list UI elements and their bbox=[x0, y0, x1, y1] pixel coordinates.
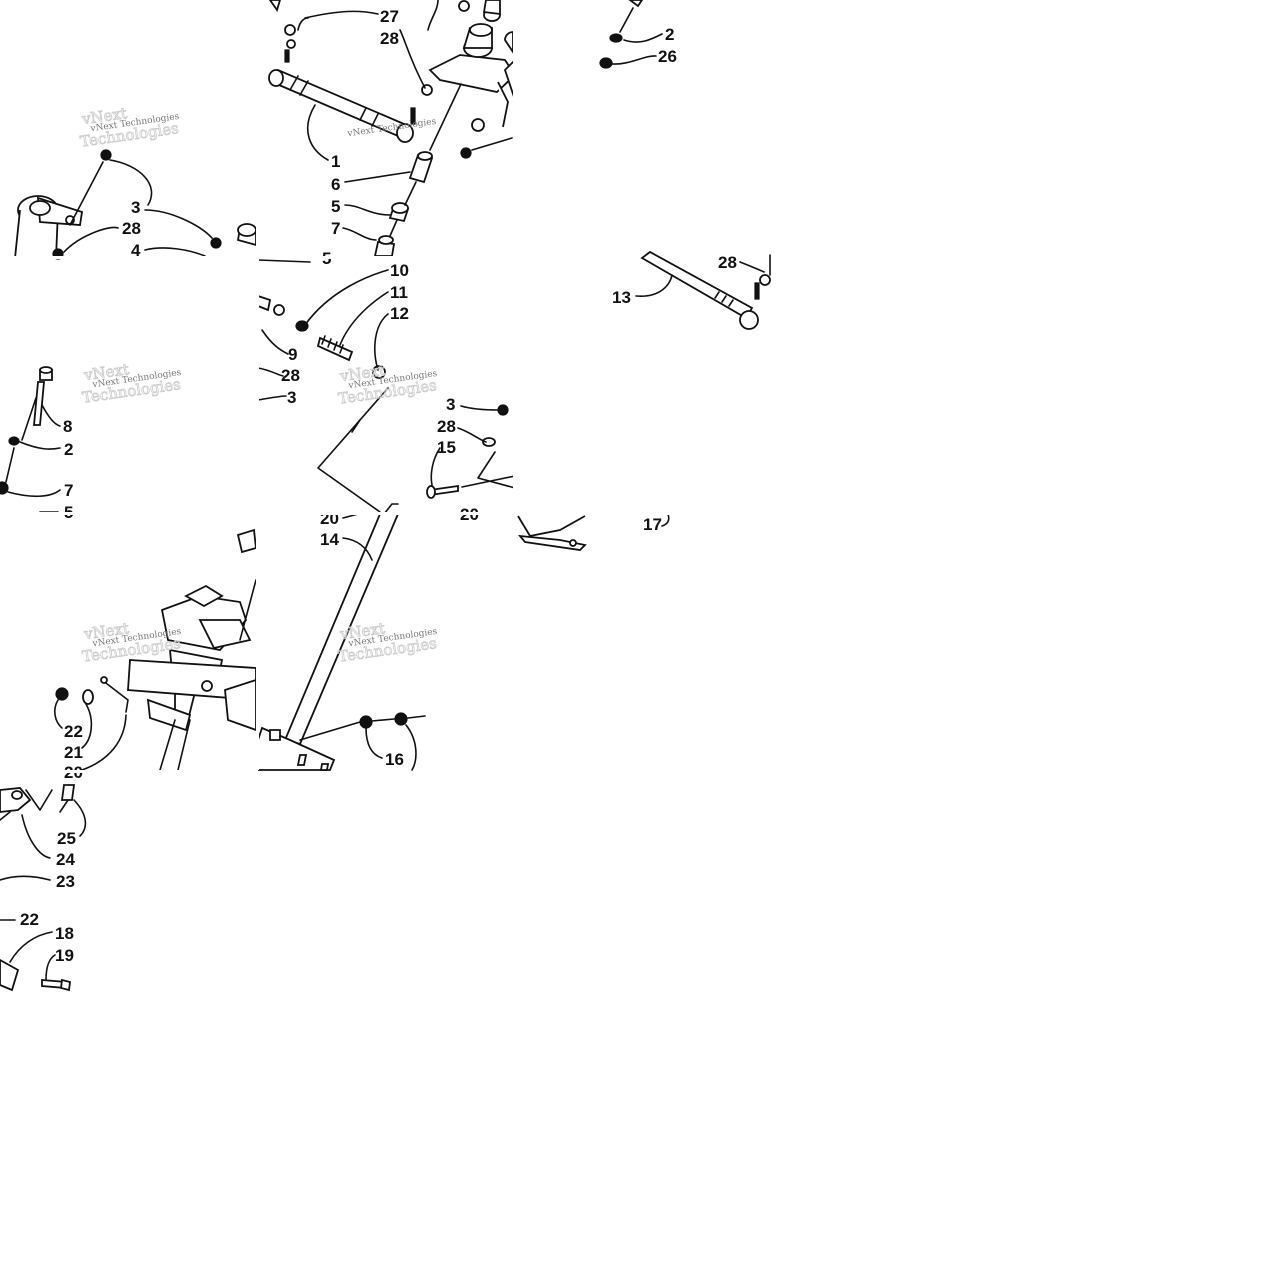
tile-gaps bbox=[0, 0, 771, 773]
label-25: 25 bbox=[57, 829, 76, 848]
label-26: 26 bbox=[658, 47, 677, 66]
part-labels: 27 28 2 26 1 6 5 7 3 28 4 5 10 11 12 9 2… bbox=[20, 7, 737, 965]
steering-post-bushings bbox=[373, 83, 462, 257]
label-23: 23 bbox=[56, 872, 75, 891]
label-9: 9 bbox=[288, 345, 297, 364]
label-16: 16 bbox=[385, 750, 404, 769]
label-22: 22 bbox=[20, 910, 39, 929]
label-18: 18 bbox=[55, 924, 74, 943]
label-17: 17 bbox=[643, 515, 662, 534]
label-28: 28 bbox=[281, 366, 300, 385]
label-27: 27 bbox=[380, 7, 399, 26]
watermark-5: vNext vNext Technologies Technologies bbox=[81, 619, 183, 666]
label-5: 5 bbox=[331, 197, 340, 216]
label-20: 20 bbox=[320, 509, 339, 528]
label-6: 6 bbox=[331, 175, 340, 194]
watermark-1: vNext vNext Technologies Technologies bbox=[79, 104, 181, 151]
tie-rod-assembly bbox=[268, 24, 416, 143]
label-19: 19 bbox=[55, 946, 74, 965]
label-24: 24 bbox=[56, 850, 75, 869]
steering-column bbox=[257, 503, 400, 771]
label-7: 7 bbox=[331, 219, 340, 238]
watermark-3: vNext vNext Technologies Technologies bbox=[81, 360, 183, 407]
label-13: 13 bbox=[612, 288, 631, 307]
label-8: 8 bbox=[63, 417, 72, 436]
label-2: 2 bbox=[64, 440, 73, 459]
steering-support bbox=[127, 528, 257, 771]
label-28: 28 bbox=[122, 219, 141, 238]
label-28: 28 bbox=[380, 29, 399, 48]
label-28: 28 bbox=[437, 417, 456, 436]
steering-arm bbox=[421, 0, 517, 159]
label-21: 21 bbox=[64, 743, 83, 762]
watermark-4: vNext vNext Technologies Technologies bbox=[337, 361, 439, 408]
label-11: 11 bbox=[390, 283, 408, 302]
label-12: 12 bbox=[390, 304, 409, 323]
label-22: 22 bbox=[64, 722, 83, 741]
label-1: 1 bbox=[331, 152, 340, 171]
label-15: 15 bbox=[437, 438, 456, 457]
label-3: 3 bbox=[131, 198, 140, 217]
label-4: 4 bbox=[131, 241, 141, 260]
label-7: 7 bbox=[64, 481, 73, 500]
label-14: 14 bbox=[320, 530, 339, 549]
label-3: 3 bbox=[287, 388, 296, 407]
label-3: 3 bbox=[446, 395, 455, 414]
label-28: 28 bbox=[718, 253, 737, 272]
label-10: 10 bbox=[390, 261, 409, 280]
label-2: 2 bbox=[665, 25, 674, 44]
